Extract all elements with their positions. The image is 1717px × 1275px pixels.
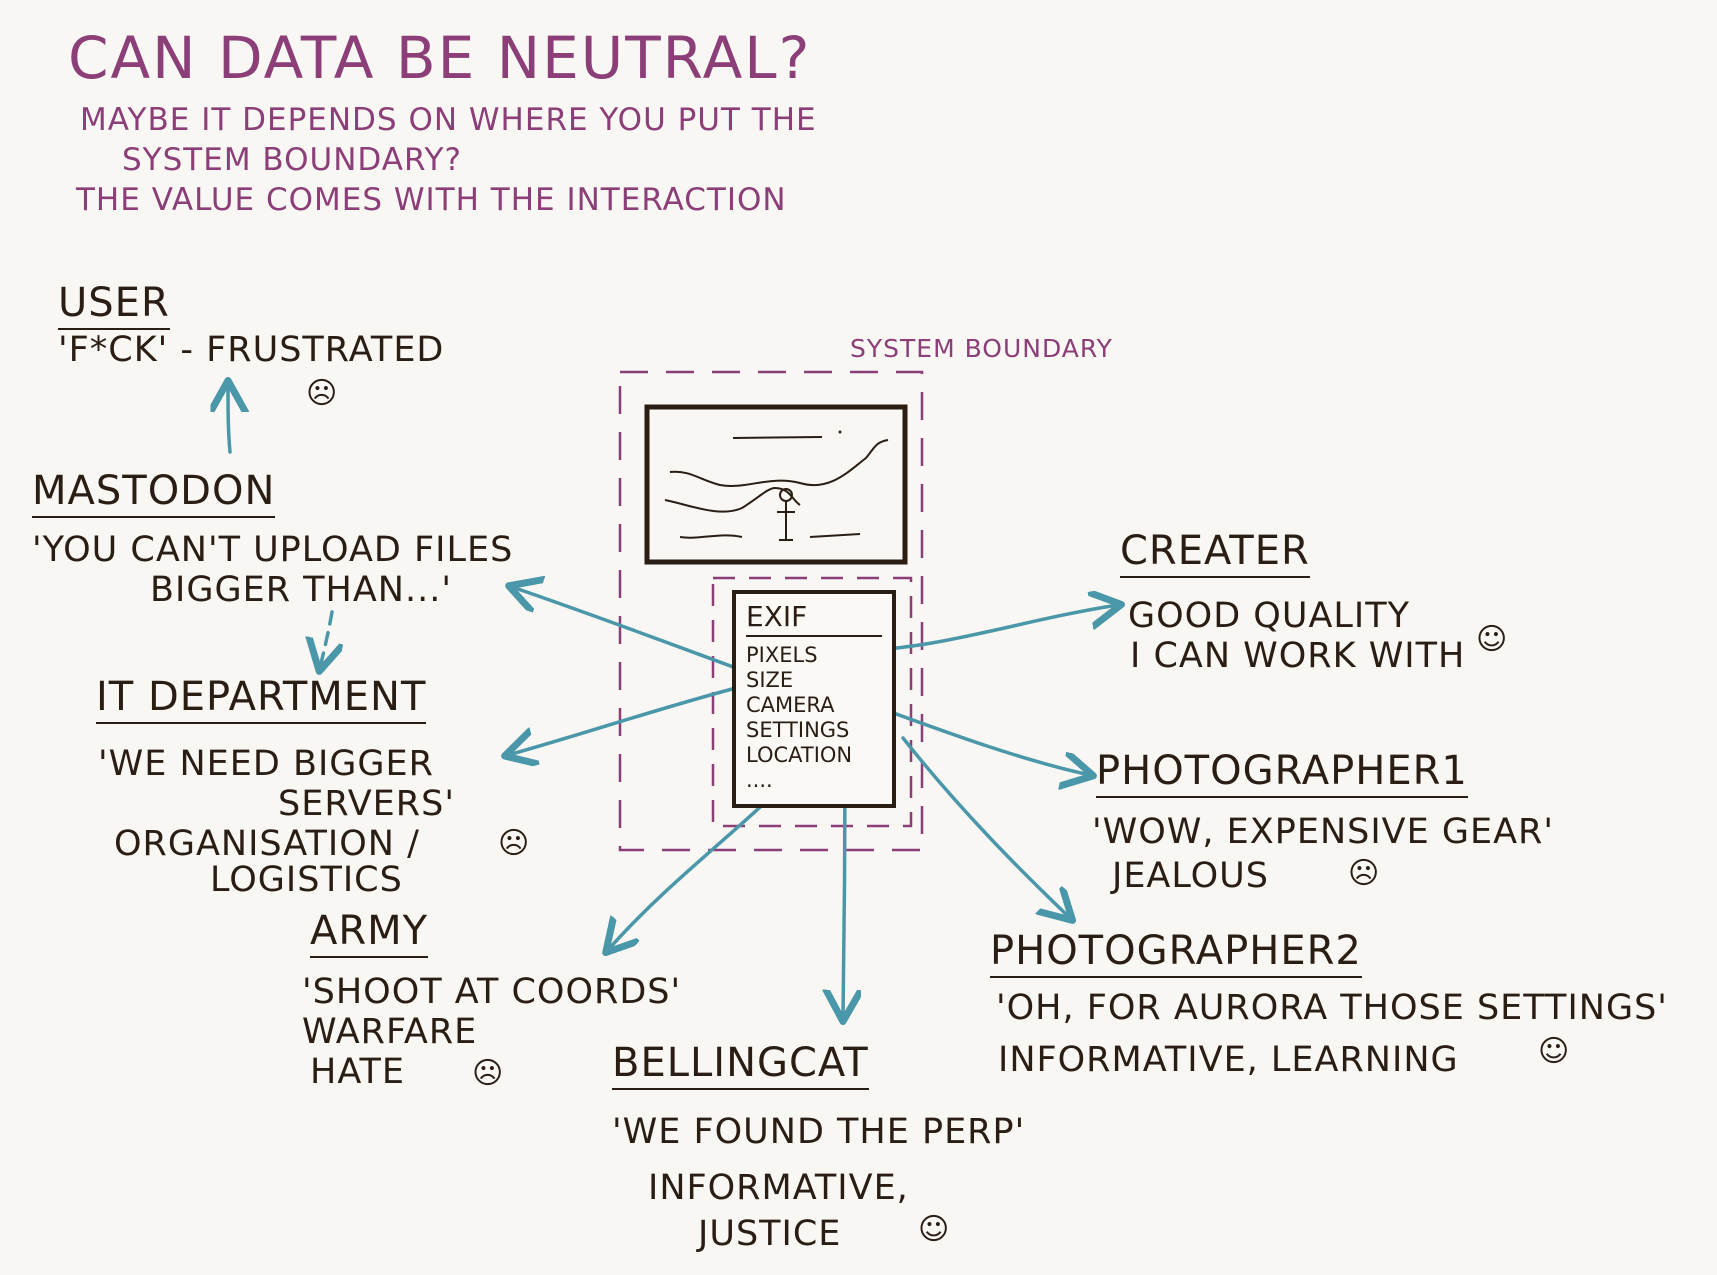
- arrow-exif-to-bellingcat: [843, 772, 845, 1018]
- arrow-mastodon-to-user: [228, 384, 230, 454]
- frown-face-icon: ☹: [1348, 856, 1380, 891]
- arrow-exif-to-mastodon: [512, 587, 738, 670]
- actor-army-quote-1: 'SHOOT AT COORDS': [302, 972, 682, 1012]
- arrow-mastodon-to-it: [320, 610, 332, 668]
- smile-face-icon: ☺: [1538, 1034, 1570, 1069]
- actor-it-department-label: IT DEPARTMENT: [96, 676, 427, 724]
- exif-field: ....: [746, 768, 773, 792]
- exif-field: CAMERA: [746, 693, 835, 717]
- subtitle-line-1: MAYBE IT DEPENDS ON WHERE YOU PUT THE: [80, 102, 817, 138]
- exif-field: SIZE: [746, 668, 794, 692]
- actor-it-department-quote-1: 'WE NEED BIGGER: [98, 744, 434, 784]
- system-boundary-label: SYSTEM BOUNDARY: [850, 334, 1113, 363]
- smile-face-icon: ☺: [918, 1212, 950, 1247]
- actor-user-label: USER: [58, 282, 170, 330]
- actor-photographer1-label: PHOTOGRAPHER1: [1096, 750, 1468, 798]
- actor-it-department-quote-4: LOGISTICS: [210, 860, 403, 900]
- actor-user-quote-text: 'F*CK' - FRUSTRATED: [58, 330, 445, 370]
- frown-face-icon: ☹: [498, 826, 530, 861]
- actor-bellingcat-quote-1: 'WE FOUND THE PERP': [612, 1112, 1026, 1152]
- actor-user-quote: 'F*CK' - FRUSTRATED: [58, 330, 444, 370]
- system-boundary-inner: [711, 576, 913, 828]
- actor-photographer2-quote-2: INFORMATIVE, LEARNING: [998, 1040, 1459, 1080]
- actor-creater-label: CREATER: [1120, 530, 1310, 578]
- arrow-exif-to-it: [508, 686, 738, 755]
- actor-photographer1-quote-2: JEALOUS: [1112, 856, 1270, 896]
- actor-mastodon-label: MASTODON: [32, 470, 276, 518]
- connector-arrows: [228, 384, 1118, 1018]
- frown-face-icon: ☹: [306, 376, 338, 411]
- actor-photographer2-quote-1: 'OH, FOR AURORA THOSE SETTINGS': [996, 988, 1668, 1028]
- actor-photographer1-quote-1: 'WOW, EXPENSIVE GEAR': [1092, 812, 1554, 852]
- subtitle-line-2: SYSTEM BOUNDARY?: [122, 142, 462, 178]
- frown-face-icon: ☹: [472, 1056, 504, 1091]
- system-boundary-outer: [618, 370, 924, 852]
- exif-metadata-box: EXIF PIXELS SIZE CAMERA SETTINGS LOCATIO…: [732, 590, 896, 808]
- actor-creater-quote-1: GOOD QUALITY: [1128, 596, 1410, 636]
- actor-army-quote-3: HATE: [310, 1052, 406, 1092]
- actor-it-department-quote-3: ORGANISATION /: [114, 824, 420, 864]
- actor-creater-quote-2: I CAN WORK WITH: [1130, 636, 1466, 676]
- actor-army-label: ARMY: [310, 910, 429, 958]
- subtitle-line-3: THE VALUE COMES WITH THE INTERACTION: [76, 182, 787, 218]
- page-title: CAN DATA BE NEUTRAL?: [68, 24, 812, 92]
- exif-field: PIXELS: [746, 643, 818, 667]
- actor-bellingcat-quote-2: INFORMATIVE,: [648, 1168, 909, 1208]
- exif-title: EXIF: [746, 600, 882, 637]
- actor-army-quote-2: WARFARE: [302, 1012, 478, 1052]
- smile-face-icon: ☺: [1476, 622, 1508, 657]
- photo-sketch: [644, 404, 908, 565]
- arrow-exif-to-photographer2: [901, 736, 1070, 918]
- actor-photographer2-label: PHOTOGRAPHER2: [990, 930, 1362, 978]
- exif-field: LOCATION: [746, 743, 853, 767]
- actor-mastodon-quote-2: BIGGER THAN...': [150, 570, 452, 610]
- exif-field: SETTINGS: [746, 718, 850, 742]
- actor-mastodon-quote-1: 'YOU CAN'T UPLOAD FILES: [32, 530, 514, 570]
- actor-bellingcat-quote-3: JUSTICE: [698, 1214, 842, 1254]
- actor-bellingcat-label: BELLINGCAT: [612, 1042, 869, 1090]
- actor-it-department-quote-2: SERVERS': [278, 784, 455, 824]
